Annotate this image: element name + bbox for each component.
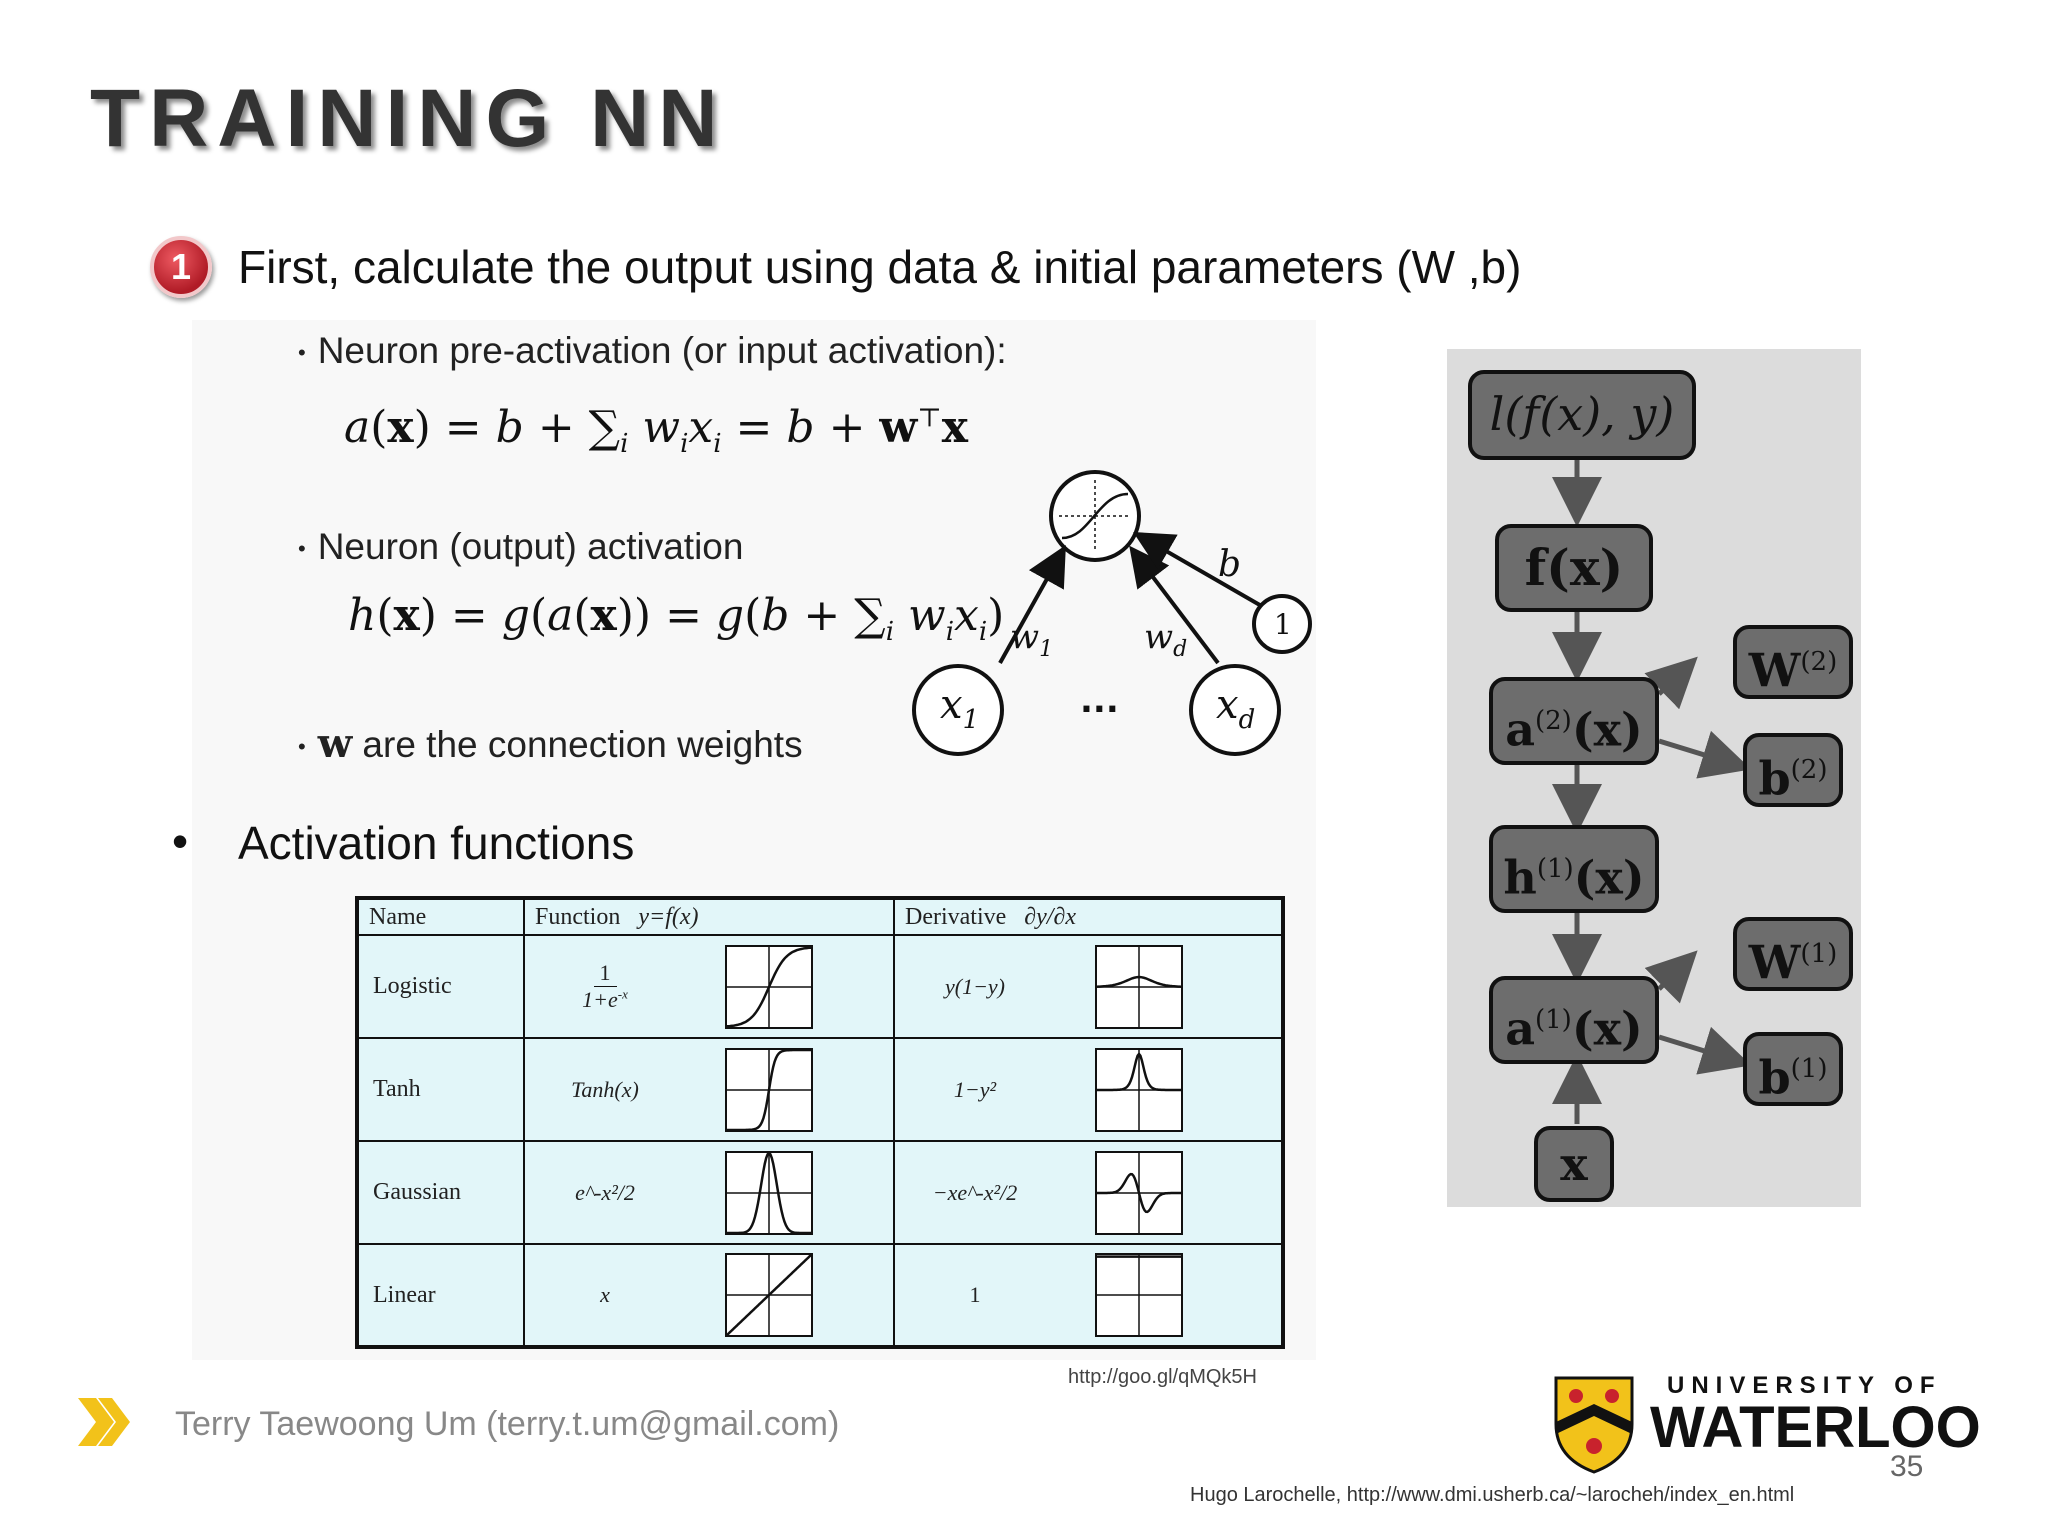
plot-gaussian-derivative — [1095, 1150, 1183, 1235]
bias-node — [1252, 594, 1312, 654]
cell-derivative: −xe^-x²/2 — [893, 1140, 1284, 1245]
table-row-linear: Linear x 1 — [356, 1243, 1284, 1348]
neuron-diagram: x1 xd 1 ... w1 wd b — [912, 470, 1312, 756]
label-bias-input: 1 — [1274, 608, 1292, 641]
label-w1: w1 — [1010, 617, 1053, 662]
label-xd: xd — [1216, 682, 1255, 735]
bullet-pre-activation: • Neuron pre-activation (or input activat… — [298, 330, 1007, 372]
formula-tanh: Tanh(x) — [571, 1076, 639, 1102]
graph-node-W1: W(1) — [1733, 917, 1853, 991]
table-header-row: Name Function y=f(x) Derivative ∂y/∂x — [356, 897, 1284, 936]
activation-curve — [727, 1150, 811, 1234]
plot-gaussian-function — [725, 1150, 813, 1235]
graph-node-f: f(x) — [1495, 524, 1653, 612]
bullet-dot: • — [298, 340, 306, 366]
cell-function: 1 1+e-x — [523, 934, 895, 1039]
header-function: Function y=f(x) — [523, 897, 895, 936]
bullet-output-activation: • Neuron (output) activation — [298, 526, 743, 568]
graph-node-a2: a(2)(x) — [1489, 677, 1659, 765]
slide-title: TRAINING NN — [90, 73, 727, 164]
cell-name: Tanh — [356, 1037, 525, 1142]
formula-logistic: 1 1+e-x — [582, 959, 628, 1013]
waterloo-crest-icon — [1554, 1376, 1634, 1474]
header-derivative: Derivative ∂y/∂x — [893, 897, 1284, 936]
cell-function: x — [523, 1243, 895, 1348]
activation-icon — [1059, 480, 1131, 552]
plot-tanh-derivative — [1095, 1047, 1183, 1132]
plot-linear-function — [725, 1253, 813, 1337]
logo-waterloo: WATERLOO — [1650, 1395, 1981, 1460]
page-number: 35 — [1890, 1450, 1924, 1483]
table-row-gaussian: Gaussian e^-x²/2 −xe^-x²/2 — [356, 1140, 1284, 1245]
weights-text: are the connection weights — [362, 724, 803, 765]
cell-name: Gaussian — [356, 1140, 525, 1245]
graph-node-b2: b(2) — [1743, 733, 1843, 807]
formula-output-activation: h(x) = g(a(x)) = g(b + ∑i wixi) — [348, 590, 1005, 647]
input-node-x1 — [912, 664, 1004, 756]
formula-logistic-derivative: y(1−y) — [944, 973, 1006, 999]
edge-x1 — [998, 545, 1066, 664]
formula-pre-activation: a(x) = b + ∑i wixi = b + w⊤x — [344, 402, 968, 459]
plot-logistic-function — [725, 944, 813, 1029]
table-row-tanh: Tanh Tanh(x) 1−y² — [356, 1037, 1284, 1142]
activation-curve — [1096, 975, 1182, 988]
activation-table: Name Function y=f(x) Derivative ∂y/∂x Lo… — [355, 896, 1285, 1349]
bullet-weights: • w are the connection weights — [298, 720, 803, 767]
cell-name: Linear — [356, 1243, 525, 1348]
chevron-icon — [78, 1398, 130, 1446]
graph-node-x: x — [1534, 1126, 1614, 1202]
graph-node-W2: W(2) — [1733, 625, 1853, 699]
graph-node-a1: a(1)(x) — [1489, 976, 1659, 1064]
activation-curve — [727, 1048, 811, 1131]
activation-curve — [726, 945, 812, 1028]
plot-linear-derivative — [1095, 1253, 1183, 1337]
cell-name: Logistic — [356, 934, 525, 1039]
logo-university-of: UNIVERSITY OF — [1667, 1372, 1942, 1399]
edge-bias — [1133, 532, 1266, 610]
label-wd: wd — [1144, 617, 1187, 662]
step-number-badge: 1 — [150, 236, 212, 298]
graph-node-b1: b(1) — [1743, 1032, 1843, 1106]
formula-gaussian: e^-x²/2 — [575, 1179, 635, 1205]
graph-node-h1: h(1)(x) — [1489, 825, 1659, 913]
formula-gaussian-derivative: −xe^-x²/2 — [932, 1179, 1018, 1205]
cell-derivative: 1−y² — [893, 1037, 1284, 1142]
cell-function: Tanh(x) — [523, 1037, 895, 1142]
activation-curve — [1097, 1172, 1181, 1213]
computation-graph-edges — [1552, 454, 1752, 1124]
bullet-out-text: Neuron (output) activation — [317, 526, 744, 567]
activation-curve — [726, 1254, 812, 1336]
source-link[interactable]: http://goo.gl/qMQk5H — [1068, 1366, 1257, 1388]
credit-footer: Hugo Larochelle, http://www.dmi.usherb.c… — [1190, 1484, 1795, 1506]
bullet-pre-text: Neuron pre-activation (or input activati… — [317, 330, 1007, 371]
author-footer: Terry Taewoong Um (terry.t.um@gmail.com) — [175, 1405, 840, 1443]
plot-tanh-function — [725, 1047, 813, 1132]
cell-derivative: y(1−y) — [893, 934, 1284, 1039]
cell-function: e^-x²/2 — [523, 1140, 895, 1245]
formula-linear-derivative: 1 — [969, 1282, 981, 1307]
cell-derivative: 1 — [893, 1243, 1284, 1348]
bullet-dot: • — [298, 734, 306, 760]
formula-linear: x — [600, 1282, 610, 1307]
header-name: Name — [356, 897, 525, 936]
graph-node-loss: l(f(x), y) — [1468, 370, 1696, 460]
step-text: First, calculate the output using data &… — [238, 241, 1522, 293]
input-node-xd — [1189, 664, 1281, 756]
activation-bullet: • — [172, 815, 189, 867]
formula-tanh-derivative: 1−y² — [953, 1076, 997, 1102]
label-b: b — [1218, 544, 1241, 585]
activation-functions-label: Activation functions — [238, 817, 635, 869]
label-ellipsis: ... — [1080, 681, 1119, 721]
table-row-logistic: Logistic 1 1+e-x y(1−y) — [356, 934, 1284, 1039]
edge-xd — [1129, 545, 1220, 665]
activation-curve — [1097, 1051, 1181, 1091]
plot-logistic-derivative — [1095, 944, 1183, 1029]
weights-symbol: w — [317, 720, 353, 767]
bullet-dot: • — [298, 536, 306, 562]
label-x1: x1 — [940, 682, 979, 735]
